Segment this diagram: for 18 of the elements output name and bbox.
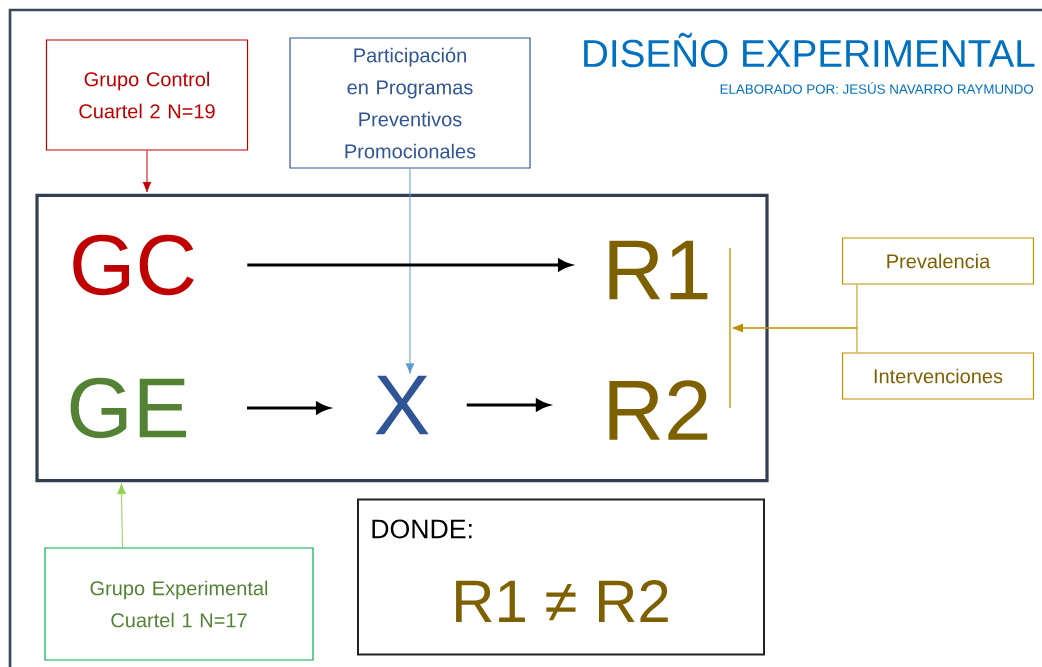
group-symbol: GC <box>73 234 194 296</box>
arrow <box>117 483 126 548</box>
group-symbol: GE <box>70 377 186 439</box>
note-box: DONDE: R1 ≠ R2 <box>357 498 765 656</box>
program-box: Participación en Programas Preventivos Promocionales <box>289 37 531 169</box>
variable-box: Prevalencia <box>841 237 1035 285</box>
design-frame <box>35 193 769 483</box>
group-box: Grupo Control Cuartel 2 N=19 <box>45 39 249 151</box>
author-credit: ELABORADO POR: JESÚS NAVARRO RAYMUNDO <box>720 82 1034 94</box>
arrow <box>142 150 152 193</box>
result-symbol: R2 <box>609 380 708 440</box>
result-symbol: R1 <box>609 240 708 300</box>
title: DISEÑO EXPERIMENTAL <box>584 32 1035 68</box>
treatment-symbol: X <box>375 375 429 435</box>
group-box: Grupo Experimental Cuartel 1 N=17 <box>44 547 314 661</box>
arrow <box>732 323 858 353</box>
arrow <box>405 168 415 374</box>
variable-box: Intervenciones <box>841 352 1035 400</box>
